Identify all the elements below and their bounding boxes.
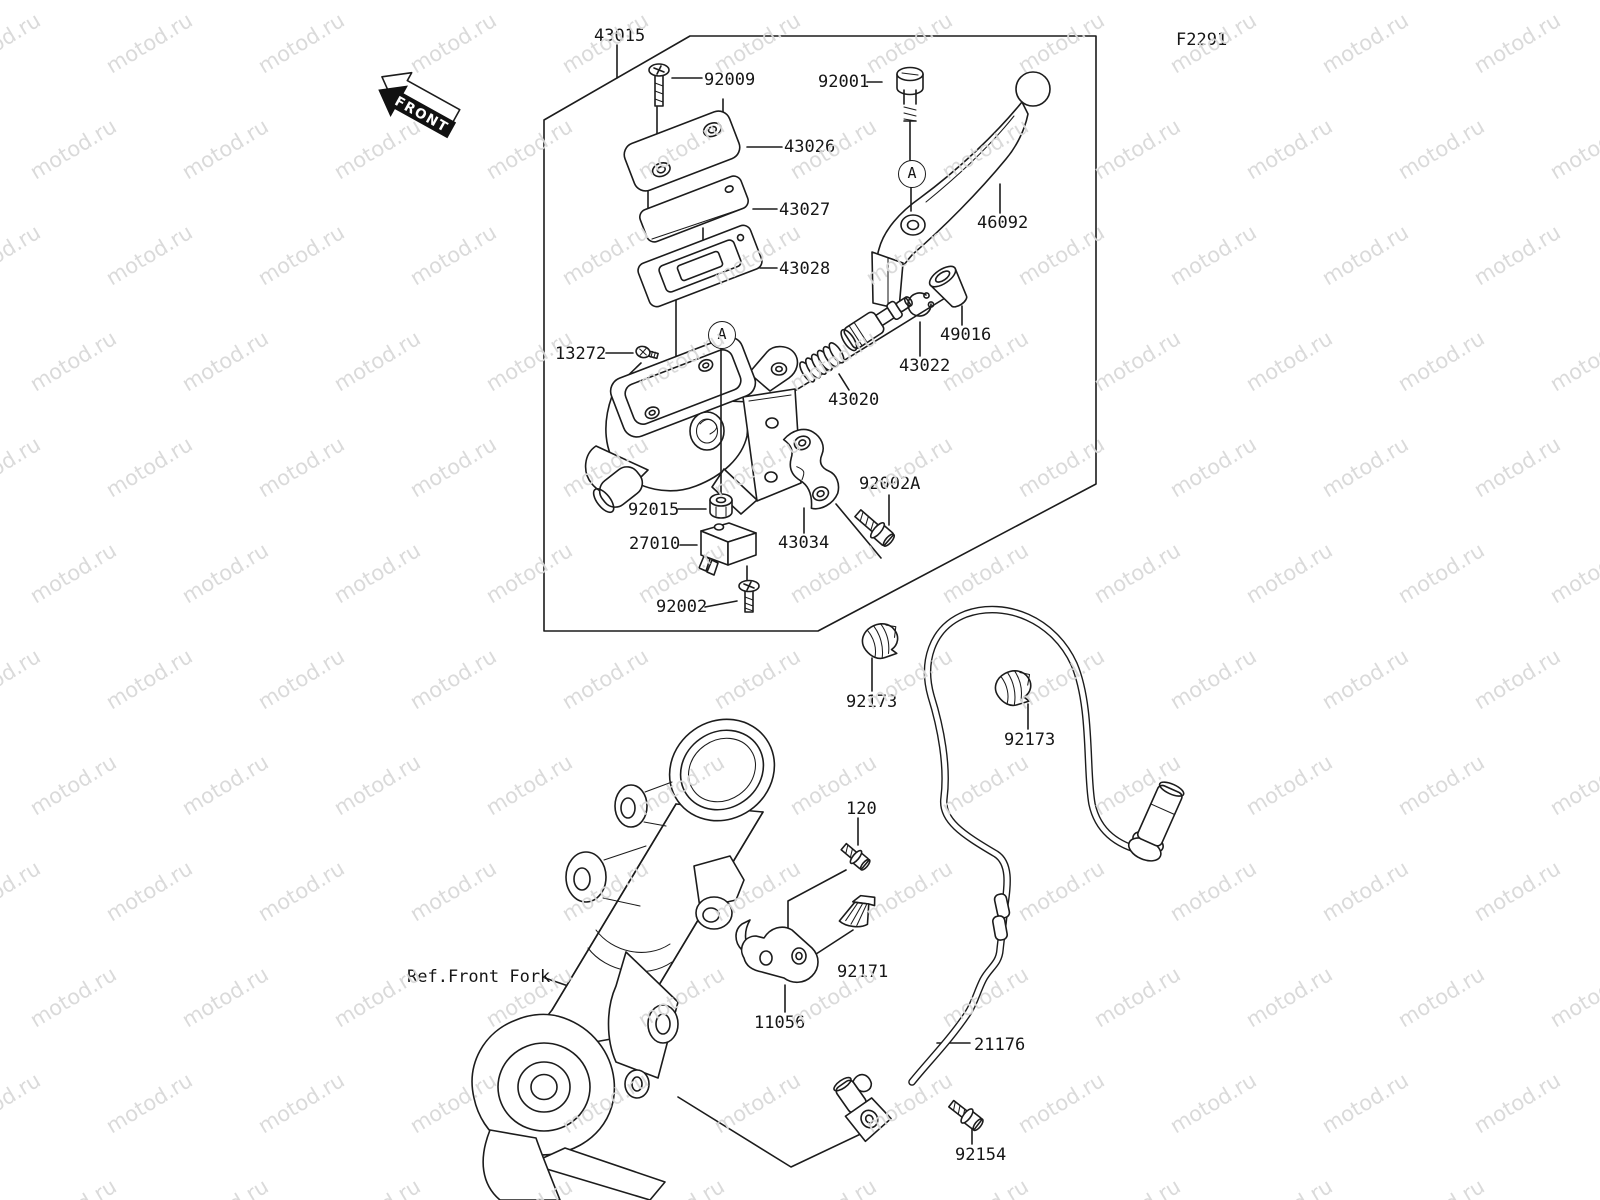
front-direction-arrow: FRONT [378, 71, 461, 139]
diaphragm-drawing [637, 224, 763, 308]
dust-boot-drawing [928, 265, 968, 308]
handlebar-clamp-drawing [782, 428, 840, 510]
circlip-drawing [907, 292, 935, 317]
brake-switch-drawing [698, 522, 757, 576]
wire-clamp-1-drawing [858, 619, 904, 664]
pivot-bolt-92001-drawing [896, 66, 924, 122]
hose-bracket-drawing [735, 919, 819, 984]
front-fork-drawing [471, 718, 776, 1200]
clamp-bolt-drawing [854, 509, 896, 547]
cap-plate-drawing [639, 175, 749, 243]
lead-connector-drawing [1127, 781, 1185, 862]
assembly-boundary-box [543, 35, 1097, 632]
bleed-screw-drawing [635, 345, 659, 360]
leader-lines [544, 44, 1029, 1168]
cap-screw-92009-drawing [648, 63, 670, 107]
speed-sensor-drawing [833, 1073, 892, 1143]
master-cylinder-body-drawing [584, 336, 802, 515]
wire-clamp-2-drawing [991, 666, 1036, 710]
switch-screw-drawing [738, 579, 760, 613]
reservoir-cap-drawing [623, 110, 741, 192]
brake-lever-drawing [871, 71, 1051, 310]
push-clamp-drawing [838, 894, 876, 928]
pivot-nut-drawing [709, 493, 733, 519]
view-marker-lines [720, 120, 912, 495]
piston-spring-drawing [799, 342, 845, 383]
sensor-lead-drawing [908, 605, 1185, 1086]
sensor-bolt-drawing [947, 1099, 984, 1132]
piston-drawing [840, 296, 913, 352]
bracket-screw-120-drawing [840, 842, 871, 871]
